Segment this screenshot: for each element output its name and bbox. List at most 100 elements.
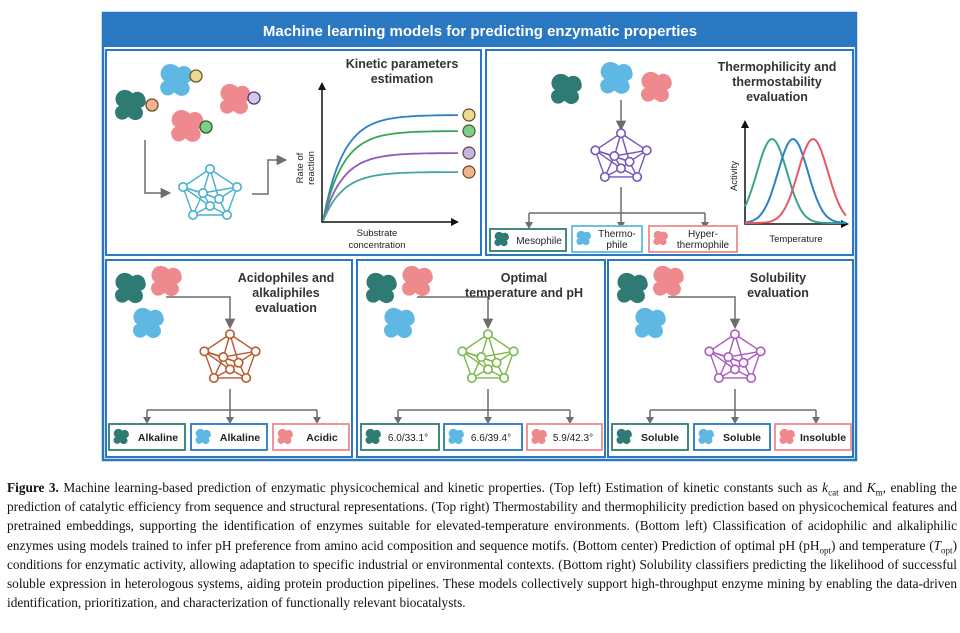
network-node: [476, 352, 487, 363]
network-edge: [461, 350, 489, 370]
ml-network-icon: [457, 329, 519, 383]
kinetic-curve: [322, 114, 458, 222]
label-box-insoluble: Insoluble: [774, 423, 852, 451]
enzyme-teal-icon: [617, 272, 648, 304]
enzyme-sky-icon: [160, 63, 193, 96]
flow-arrow: [649, 389, 817, 418]
ml-network-icon: [590, 128, 652, 182]
acido-panel: Acidophiles and alkaliphiles evaluation …: [105, 259, 353, 458]
caption-label: Figure 3.: [7, 480, 59, 495]
network-node: [499, 372, 510, 383]
kinetic-ylabel-line2: reaction: [306, 151, 317, 185]
kinetic-curve: [322, 152, 458, 222]
enzyme-teal-icon: [115, 89, 146, 121]
flow-arrow: [668, 296, 741, 330]
network-node: [457, 346, 468, 357]
enzyme-sky-icon: [635, 307, 666, 339]
optimal-label-3: 5.9/42.3°: [553, 433, 593, 444]
label-box-soluble-sky: Soluble: [693, 423, 771, 451]
optimal-label-2: 6.6/39.4°: [471, 433, 511, 444]
thermo-curves: [744, 137, 847, 224]
optimal-panel: Optimal temperature and pH 6.0/33.1° 6.6…: [356, 259, 606, 458]
network-node: [590, 145, 601, 156]
activity-curve: [744, 138, 846, 224]
enzyme-pink-icon: [220, 83, 251, 115]
thermo-xlabel: Temperature: [769, 234, 822, 245]
kinetic-ylabel-line1: Rate of: [295, 152, 306, 183]
network-edge: [223, 350, 256, 358]
network-node: [713, 372, 724, 383]
network-node: [232, 182, 243, 193]
network-node: [632, 171, 643, 182]
substrate-marker: [462, 124, 476, 138]
label-box-thermophile: Thermo- phile: [571, 225, 643, 253]
network-node: [704, 346, 715, 357]
label-box-optimal-teal: 6.0/33.1°: [360, 423, 440, 451]
network-edge: [202, 186, 238, 194]
kinetic-title-line1: Kinetic parameters: [346, 57, 459, 71]
network-edge: [708, 350, 736, 370]
kinetic-panel: Kinetic parameters estimation Rate of re…: [105, 49, 482, 256]
network-node: [199, 346, 210, 357]
thermo-panel: Thermophilicity and thermostability eval…: [485, 49, 854, 256]
optimal-label-1: 6.0/33.1°: [388, 433, 428, 444]
network-edge: [229, 333, 257, 352]
substrate-marker: [462, 165, 476, 179]
flow-arrow: [417, 296, 494, 330]
solubility-title-line2: evaluation: [747, 286, 809, 300]
network-edge: [487, 333, 515, 352]
network-node: [225, 329, 236, 340]
flow-arrow: [166, 296, 236, 330]
figure-diagram: Machine learning models for predicting e…: [101, 11, 858, 462]
label-box-alkaline-teal: Alkaline: [108, 423, 186, 451]
substrate-green-icon: [199, 120, 213, 134]
network-node: [188, 210, 199, 221]
substrate-lilac-icon: [247, 91, 261, 105]
label-box-optimal-pink: 5.9/42.3°: [526, 423, 603, 451]
network-edge: [734, 333, 762, 352]
network-node: [615, 128, 626, 139]
flow-arrow: [528, 187, 706, 224]
acido-label-2: Alkaline: [220, 432, 260, 444]
network-node: [222, 210, 233, 221]
acido-title-line1: Acidophiles and: [238, 271, 335, 285]
network-node: [482, 329, 493, 340]
network-node: [723, 352, 734, 363]
flow-arrow: [146, 389, 318, 418]
network-node: [208, 372, 219, 383]
network-node: [729, 364, 740, 375]
substrate-yellow-icon: [189, 69, 203, 83]
enzyme-pink-icon: [402, 265, 433, 297]
label-box-acidic: Acidic: [272, 423, 350, 451]
solubility-panel: Solubility evaluation Soluble Soluble In…: [607, 259, 854, 458]
network-node: [198, 188, 209, 199]
network-edge: [620, 132, 648, 151]
kinetic-curves: [322, 108, 476, 222]
thermo-label-3a: Hyper-: [688, 229, 718, 240]
figure-title: Machine learning models for predicting e…: [263, 23, 697, 40]
network-node: [233, 357, 244, 368]
acido-title-line2: alkaliphiles: [252, 286, 319, 300]
enzyme-pink-icon: [641, 71, 672, 103]
enzyme-teal-icon: [115, 272, 146, 304]
enzyme-sky-icon: [133, 307, 164, 339]
enzyme-pink-icon: [171, 109, 204, 142]
solubility-title-line1: Solubility: [750, 271, 806, 285]
thermo-label-2b: phile: [606, 240, 628, 251]
substrate-marker: [462, 146, 476, 160]
network-node: [482, 364, 493, 375]
enzyme-pink-icon: [151, 265, 182, 297]
thermo-label-3b: thermophile: [677, 240, 730, 251]
substrate-orange-icon: [145, 98, 159, 112]
network-node: [615, 163, 626, 174]
network-edge: [203, 333, 231, 352]
thermo-label-1: Mesophile: [516, 236, 562, 247]
solubility-label-2: Soluble: [723, 432, 761, 444]
network-node: [214, 194, 225, 205]
enzyme-teal-icon: [551, 73, 582, 105]
enzyme-pink-icon: [653, 265, 684, 297]
network-edge: [481, 350, 514, 358]
network-node: [609, 151, 620, 162]
network-edge: [594, 132, 622, 151]
thermo-axes: [744, 123, 846, 225]
